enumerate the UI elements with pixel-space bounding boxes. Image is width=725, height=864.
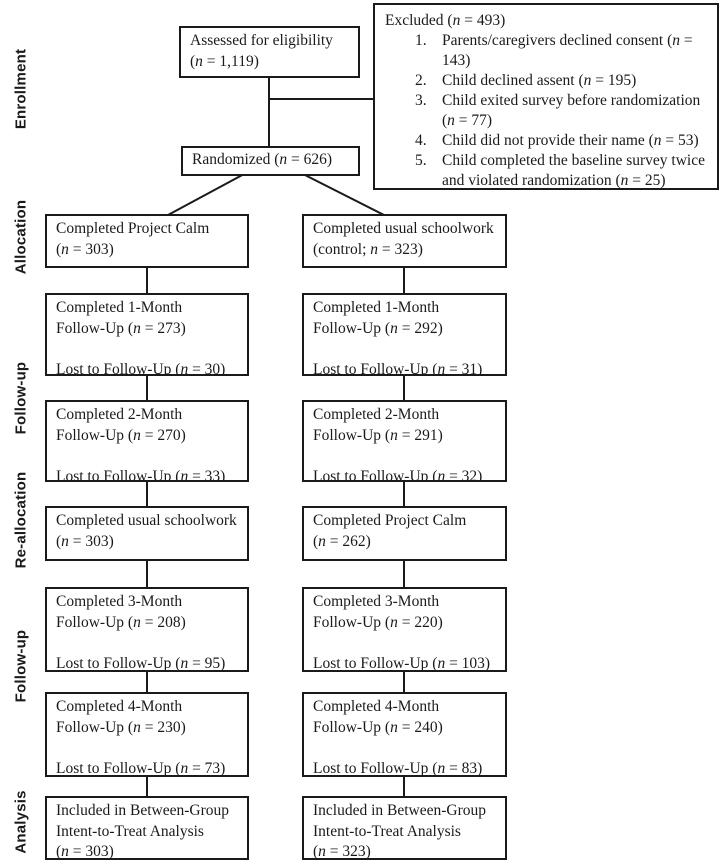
box-line: Included in Between-Group <box>313 802 487 819</box>
box-line: Completed usual schoolwork <box>56 512 237 529</box>
lost-line: Lost to Follow-Up (n = 103) <box>313 654 491 672</box>
box-line: Follow-Up (n = 291) <box>313 426 443 444</box>
assessed-eligibility-box: Assessed for eligibility (n = 1,119) <box>179 26 360 78</box>
box-line: Follow-Up (n = 270) <box>56 426 186 444</box>
box-line: Completed 2-Month <box>313 406 440 423</box>
excluded-item-number: 4. <box>415 132 427 149</box>
lost-line: Lost to Follow-Up (n = 30) <box>56 360 226 376</box>
assessed-line: Assessed for eligibility <box>190 32 333 49</box>
excluded-box: Excluded (n = 493) 1. Parents/caregivers… <box>373 3 719 190</box>
box-line: Follow-Up (n = 208) <box>56 613 186 631</box>
left-reallocation-box: Completed usual schoolwork (n = 303) <box>45 506 249 561</box>
excluded-item-text: Child completed the baseline survey twic… <box>442 152 705 189</box>
excluded-item-number: 2. <box>415 72 427 89</box>
lost-line: Lost to Follow-Up (n = 33) <box>56 467 226 482</box>
excluded-item: 2. Child declined assent (n = 195) <box>384 71 709 91</box>
excluded-item: 4. Child did not provide their name (n =… <box>384 131 709 151</box>
excluded-title: Excluded (n = 493) <box>385 12 506 29</box>
stage-label-followup-2: Follow-up <box>12 629 30 703</box>
excluded-item-text: Child did not provide their name (n = 53… <box>442 132 699 149</box>
stage-label-allocation: Allocation <box>12 199 30 275</box>
excluded-item: 3. Child exited survey before randomizat… <box>384 91 709 131</box>
stage-label-analysis: Analysis <box>12 790 30 854</box>
box-line: Completed usual schoolwork <box>313 220 494 237</box>
box-line: Intent-to-Treat Analysis <box>56 822 204 840</box>
stage-label-enrollment: Enrollment <box>12 48 30 130</box>
box-line: Completed 4-Month <box>56 698 183 715</box>
box-line: (control; n = 323) <box>313 240 423 258</box>
box-line: (n = 303) <box>56 240 114 258</box>
lost-line: Lost to Follow-Up (n = 83) <box>313 759 483 777</box>
lost-line: Lost to Follow-Up (n = 32) <box>313 467 483 482</box>
box-line: Completed 3-Month <box>56 593 183 610</box>
box-line: Completed 1-Month <box>56 299 183 316</box>
lost-line: Lost to Follow-Up (n = 95) <box>56 654 226 672</box>
lost-line: Lost to Follow-Up (n = 73) <box>56 759 226 777</box>
excluded-item-number: 5. <box>415 152 427 169</box>
stage-label-reallocation: Re-allocation <box>12 471 30 569</box>
box-line: Intent-to-Treat Analysis <box>313 822 461 840</box>
box-line: Follow-Up (n = 220) <box>313 613 443 631</box>
left-followup4-box: Completed 4-Month Follow-Up (n = 230) Lo… <box>45 692 249 777</box>
right-reallocation-box: Completed Project Calm (n = 262) <box>302 506 507 561</box>
lost-line: Lost to Follow-Up (n = 31) <box>313 360 483 376</box>
left-allocation-box: Completed Project Calm (n = 303) <box>45 214 249 268</box>
box-line: (n = 262) <box>313 532 371 550</box>
left-followup1-box: Completed 1-Month Follow-Up (n = 273) Lo… <box>45 293 249 376</box>
box-line: (n = 303) <box>56 843 114 860</box>
box-line: Completed Project Calm <box>56 220 210 237</box>
excluded-item-text: Parents/caregivers declined consent (n =… <box>442 32 693 69</box>
right-analysis-box: Included in Between-Group Intent-to-Trea… <box>302 796 507 860</box>
right-allocation-box: Completed usual schoolwork (control; n =… <box>302 214 507 268</box>
excluded-item-text: Child declined assent (n = 195) <box>442 72 637 89</box>
box-line: Completed Project Calm <box>313 512 467 529</box>
box-line: Completed 3-Month <box>313 593 440 610</box>
right-followup3-box: Completed 3-Month Follow-Up (n = 220) Lo… <box>302 587 507 672</box>
left-analysis-box: Included in Between-Group Intent-to-Trea… <box>45 796 249 860</box>
left-followup3-box: Completed 3-Month Follow-Up (n = 208) Lo… <box>45 587 249 672</box>
right-followup1-box: Completed 1-Month Follow-Up (n = 292) Lo… <box>302 293 507 376</box>
excluded-item: 1. Parents/caregivers declined consent (… <box>384 31 709 71</box>
box-line: Completed 4-Month <box>313 698 440 715</box>
stage-label-followup-1: Follow-up <box>12 361 30 435</box>
box-line: (n = 303) <box>56 532 114 550</box>
box-line: Completed 1-Month <box>313 299 440 316</box>
box-line: Included in Between-Group <box>56 802 230 819</box>
excluded-item-text: Child exited survey before randomization… <box>442 92 701 129</box>
box-line: Completed 2-Month <box>56 406 183 423</box>
left-followup2-box: Completed 2-Month Follow-Up (n = 270) Lo… <box>45 400 249 482</box>
excluded-item: 5. Child completed the baseline survey t… <box>384 151 709 189</box>
excluded-item-number: 3. <box>415 92 427 109</box>
assessed-line: (n = 1,119) <box>190 52 259 70</box>
randomized-box: Randomized (n = 626) <box>181 146 360 176</box>
box-line: Follow-Up (n = 273) <box>56 319 186 337</box>
right-followup2-box: Completed 2-Month Follow-Up (n = 291) Lo… <box>302 400 507 482</box>
right-followup4-box: Completed 4-Month Follow-Up (n = 240) Lo… <box>302 692 507 777</box>
randomized-line: Randomized (n = 626) <box>192 151 333 168</box>
box-line: Follow-Up (n = 240) <box>313 718 443 736</box>
excluded-item-number: 1. <box>415 32 427 49</box>
box-line: (n = 323) <box>313 843 371 860</box>
box-line: Follow-Up (n = 292) <box>313 319 443 337</box>
box-line: Follow-Up (n = 230) <box>56 718 186 736</box>
